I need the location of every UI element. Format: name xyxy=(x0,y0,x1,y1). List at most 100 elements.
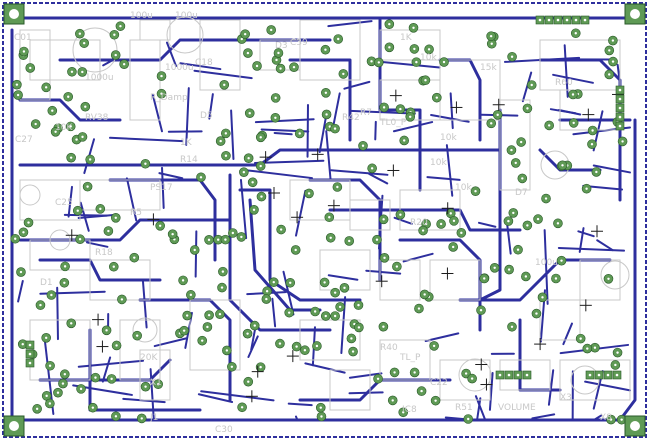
pad-hole xyxy=(388,22,391,26)
trace xyxy=(185,87,190,146)
pad-hole xyxy=(435,96,439,99)
component-outline xyxy=(29,319,91,381)
pad-hole xyxy=(114,53,117,57)
pad-hole xyxy=(35,407,39,411)
component-label: R42 xyxy=(342,113,360,123)
trace xyxy=(393,216,413,225)
pad-hole xyxy=(320,415,323,418)
trace xyxy=(584,380,631,392)
pad-hole xyxy=(240,406,244,409)
trace xyxy=(151,94,163,133)
pad-hole xyxy=(274,116,277,119)
pad-hole xyxy=(107,229,110,233)
component-label: 10k xyxy=(420,53,437,63)
component-outline xyxy=(29,239,91,271)
pad-hole xyxy=(382,218,385,221)
pad-hole xyxy=(82,41,86,45)
pad-hole xyxy=(48,402,52,405)
pad-hole xyxy=(393,371,396,374)
pad-hole xyxy=(525,373,529,377)
pad-hole xyxy=(524,275,528,278)
component-label: 1000u xyxy=(85,73,114,83)
trace xyxy=(426,176,461,181)
trace xyxy=(304,362,346,374)
pad-hole xyxy=(219,139,222,143)
component-label: 1000u xyxy=(165,63,194,73)
component-outline xyxy=(379,339,431,381)
pad-hole xyxy=(220,286,224,289)
pad-hole xyxy=(307,192,311,195)
component-label: VOLUME xyxy=(498,403,536,413)
pad-hole xyxy=(556,222,560,225)
pad-hole xyxy=(591,129,594,132)
trace xyxy=(253,159,325,165)
pad-hole xyxy=(329,236,332,239)
pad-hole xyxy=(325,113,328,116)
trace xyxy=(193,69,253,80)
pad-hole xyxy=(252,208,256,212)
trace xyxy=(318,116,327,154)
pad-hole xyxy=(275,58,278,62)
pad-hole xyxy=(231,231,235,235)
trace xyxy=(327,274,359,281)
trace xyxy=(161,166,165,209)
pad-hole xyxy=(572,121,575,125)
pad-hole xyxy=(160,92,163,95)
pad-hole xyxy=(510,148,513,152)
component-label: 1K xyxy=(180,138,193,148)
pad-hole xyxy=(375,238,379,241)
component-label: C22 xyxy=(430,378,448,388)
component-label: X1 xyxy=(150,378,162,388)
component-label: C39 xyxy=(290,38,308,48)
pad-hole xyxy=(69,125,72,128)
component-outline xyxy=(429,259,481,301)
pad-hole xyxy=(590,143,594,146)
pad-hole xyxy=(343,286,346,290)
pad-hole xyxy=(333,291,337,294)
pad-hole xyxy=(303,349,307,352)
pad-hole xyxy=(78,32,82,35)
component-label: C01 xyxy=(14,33,32,43)
trace xyxy=(208,93,214,120)
pad-hole xyxy=(279,228,283,231)
pad-hole xyxy=(113,33,116,36)
pad-hole xyxy=(391,399,394,402)
pad-hole xyxy=(253,324,256,327)
pad-hole xyxy=(618,106,622,110)
trace xyxy=(247,335,259,358)
pad-hole xyxy=(193,248,196,252)
trace xyxy=(200,390,275,402)
pad-hole xyxy=(409,115,412,118)
pad-hole xyxy=(541,296,544,299)
pad-hole xyxy=(609,418,613,421)
pad-hole xyxy=(158,224,162,228)
trace-bus xyxy=(248,198,322,312)
pad-hole xyxy=(449,212,452,215)
pad-hole xyxy=(199,176,203,179)
pad-hole xyxy=(206,325,209,329)
pad-hole xyxy=(86,185,89,188)
pad-hole xyxy=(51,109,54,112)
pad-hole xyxy=(135,334,139,337)
pad-hole xyxy=(259,365,262,369)
trace xyxy=(79,201,90,232)
pad-hole xyxy=(22,50,26,53)
trace xyxy=(373,60,441,69)
component-outline xyxy=(329,369,371,411)
pad-hole xyxy=(255,64,259,68)
pad-hole xyxy=(496,113,499,117)
pad-hole xyxy=(240,37,243,41)
trace xyxy=(149,368,155,421)
component-label: 100u xyxy=(175,11,198,21)
pad-hole xyxy=(247,380,250,383)
component-outline xyxy=(19,29,51,101)
component-outline xyxy=(559,359,631,401)
pad-hole xyxy=(399,213,402,216)
trace xyxy=(577,230,595,238)
pad-hole xyxy=(259,164,262,168)
pad-hole xyxy=(289,281,292,284)
trace xyxy=(592,414,603,421)
pad-hole xyxy=(99,207,102,211)
trace xyxy=(294,415,299,421)
